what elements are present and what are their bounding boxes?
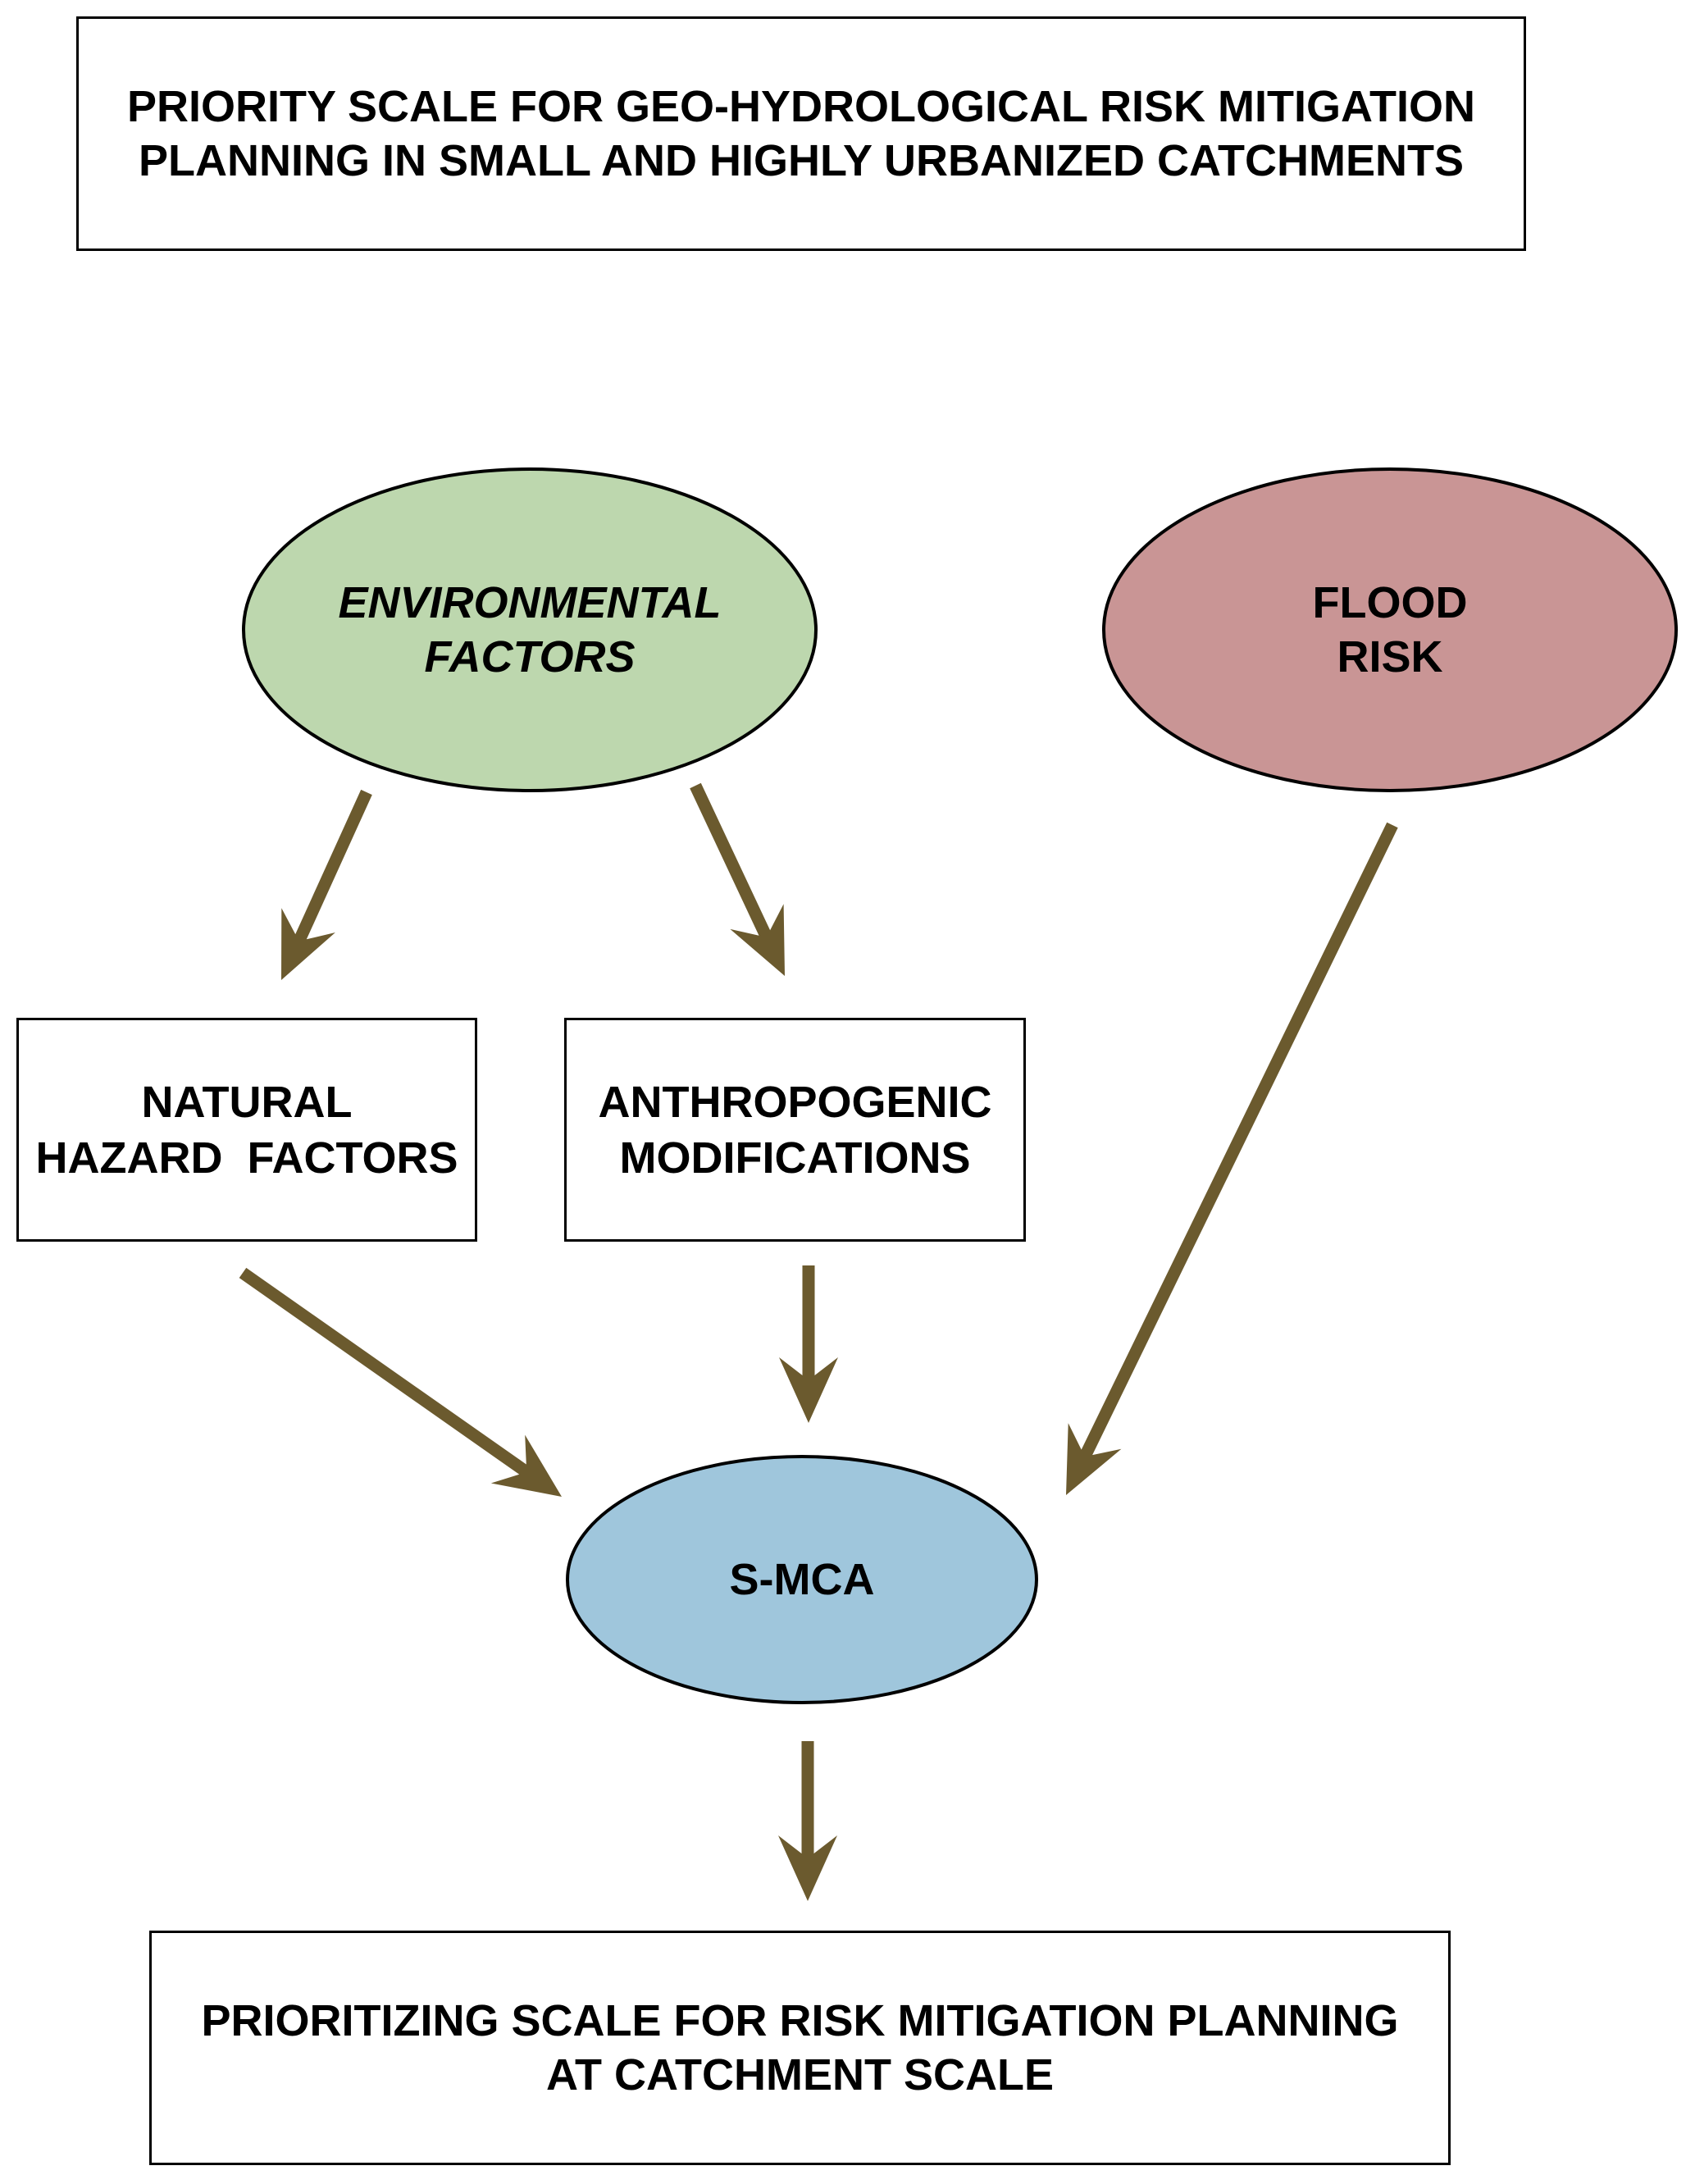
flood-risk-label: FLOOD RISK [1185, 576, 1595, 684]
arrow-environmental-to-natural [281, 789, 372, 980]
arrow-smca-to-bottom-box [778, 1741, 837, 1901]
smca-label-text: S-MCA [729, 1555, 875, 1604]
bottom-line-2: AT CATCHMENT SCALE [546, 2050, 1054, 2100]
environmental-label-line-1: ENVIRONMENTAL [338, 578, 722, 627]
flood-label-line-1: FLOOD [1312, 578, 1468, 627]
title-line-1: PRIORITY SCALE FOR GEO-HYDROLOGICAL RISK… [126, 82, 1476, 131]
flood-label-line-2: RISK [1337, 632, 1443, 682]
title-line-2: PLANNING IN SMALL AND HIGHLY URBANIZED C… [138, 136, 1465, 185]
anthropogenic-line-1: ANTHROPOGENIC [598, 1077, 992, 1127]
arrow-anthropogenic-to-smca [779, 1265, 838, 1423]
natural-line-2: HAZARD FACTORS [35, 1133, 458, 1183]
natural-line-1: NATURAL [141, 1077, 353, 1127]
environmental-label-line-2: FACTORS [424, 632, 636, 682]
smca-label: S-MCA [638, 1553, 966, 1607]
smca-ellipse [566, 1455, 1038, 1704]
title-box: PRIORITY SCALE FOR GEO-HYDROLOGICAL RISK… [76, 16, 1526, 251]
flood-risk-ellipse [1102, 467, 1678, 792]
natural-hazard-factors-box: NATURAL HAZARD FACTORS [16, 1018, 477, 1242]
arrow-environmental-to-anthropogenic [690, 782, 785, 976]
prioritizing-scale-box: PRIORITIZING SCALE FOR RISK MITIGATION P… [149, 1931, 1451, 2165]
environmental-factors-ellipse [242, 467, 818, 792]
anthropogenic-modifications-box: ANTHROPOGENIC MODIFICATIONS [564, 1018, 1026, 1242]
arrow-natural-to-smca [239, 1267, 562, 1497]
anthropogenic-line-2: MODIFICATIONS [619, 1133, 971, 1183]
environmental-factors-label: ENVIRONMENTAL FACTORS [284, 576, 776, 684]
arrow-flood-risk-to-smca [1066, 822, 1398, 1495]
bottom-line-1: PRIORITIZING SCALE FOR RISK MITIGATION P… [201, 1996, 1399, 2045]
